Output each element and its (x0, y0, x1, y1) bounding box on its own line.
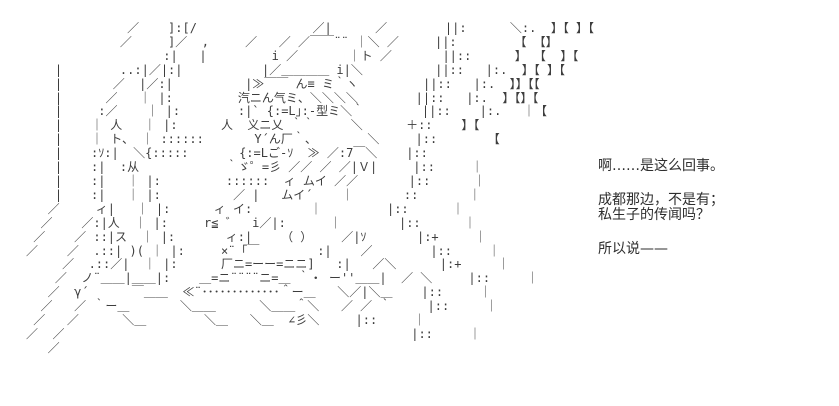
ascii-art: ／ ]:[/ ／| ／ ||: ＼:. 】【 】【 ／ ]／ , ／ ／ ／￣￣… (26, 21, 595, 355)
dialogue-paragraph: 所以说—— (598, 241, 668, 257)
dialogue-text: 啊……是这么回事。 成都那边，不是有； 私生子的传闻吗？ 所以说—— (598, 159, 828, 276)
dialogue-paragraph: 成都那边，不是有； 私生子的传闻吗？ (598, 192, 724, 223)
dialogue-paragraph: 啊……是这么回事。 (598, 158, 724, 174)
